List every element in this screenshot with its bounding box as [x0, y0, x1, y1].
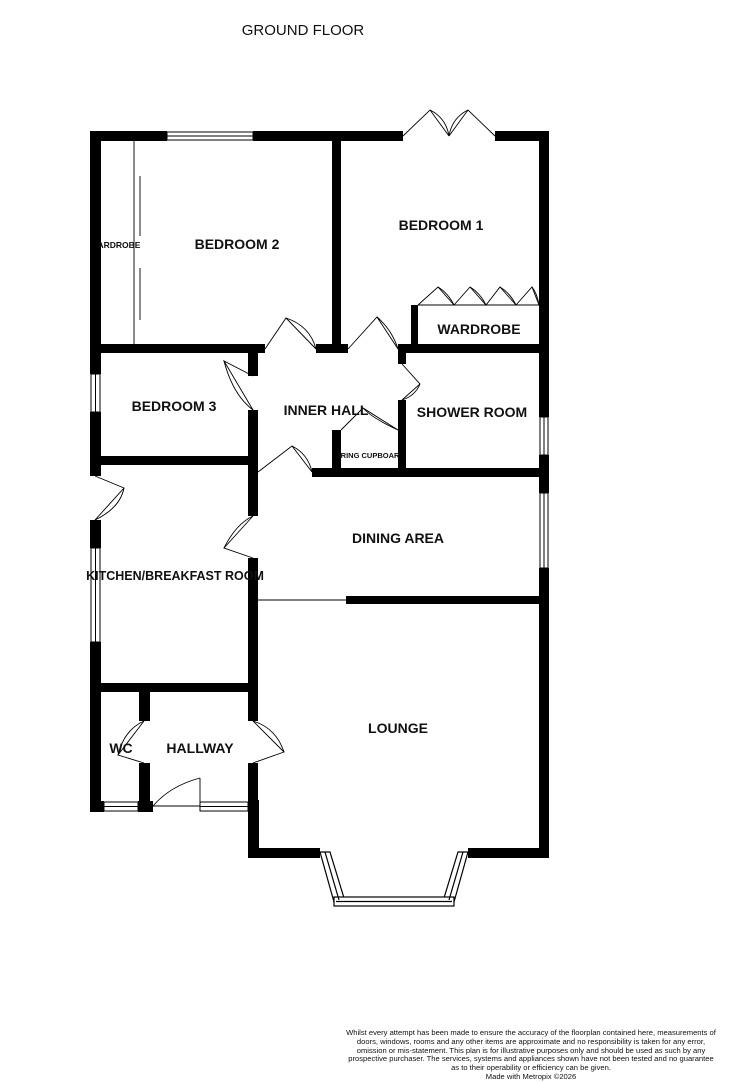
wall-left-kitchen: [90, 520, 101, 548]
wall-airing-bottom: [312, 468, 549, 477]
wall-lounge-left: [248, 800, 259, 858]
wall-dining-lounge: [346, 596, 549, 604]
wall-bed3-right: [248, 344, 258, 376]
wall-hallway-right-lower: [248, 763, 258, 812]
wall-wc-hall-lower: [139, 763, 150, 812]
made-with-credit: Made with Metropix ©2026: [485, 1071, 577, 1081]
disclaimer-text: Whilst every attempt has been made to en…: [346, 1028, 716, 1073]
bay-window: [319, 851, 469, 907]
floor-title: GROUND FLOOR: [241, 22, 365, 39]
wall-left-lower: [90, 642, 101, 812]
wall-bed2-bed1: [332, 131, 341, 353]
wall-bed2-bottom-left: [90, 344, 265, 353]
wall-wardrobe-left: [411, 305, 418, 353]
label-lounge: LOUNGE: [368, 720, 428, 736]
label-wardrobe-left: ARDROBE: [98, 240, 141, 250]
label-kitchen: KITCHEN/BREAKFAST ROOM: [86, 569, 264, 583]
wall-top-right: [495, 131, 549, 141]
wall-kitchen-bottom: [90, 683, 258, 692]
wall-right-lower: [539, 568, 549, 858]
doors: [94, 109, 540, 807]
internal-walls: [90, 131, 549, 812]
label-wardrobe: WARDROBE: [437, 321, 520, 337]
label-inner-hall: INNER HALL: [284, 402, 369, 418]
disclaimer: Whilst every attempt has been made to en…: [344, 1028, 718, 1082]
wall-kitchen-right: [248, 558, 258, 690]
wall-shower-left2: [398, 400, 406, 477]
wall-left-upper: [90, 131, 101, 374]
wall-bed1-bottom: [398, 344, 549, 353]
label-airing-cupboard: IRING CUPBOAR: [339, 451, 400, 460]
wall-bottom-right: [468, 848, 549, 858]
wall-wc-hall: [139, 683, 150, 721]
label-bedroom-2: BEDROOM 2: [195, 236, 280, 252]
wall-bed3-bottom: [90, 456, 258, 465]
wall-innerhall-left: [248, 410, 258, 472]
wall-bottom-left-lounge: [248, 848, 320, 858]
label-bedroom-1: BEDROOM 1: [399, 217, 484, 233]
wall-shower-left: [398, 344, 406, 364]
window-lines: [95, 135, 545, 807]
wall-left-mid: [90, 412, 101, 476]
label-wc: WC: [109, 740, 132, 756]
label-shower-room: SHOWER ROOM: [417, 404, 527, 420]
wall-dining-left: [248, 472, 258, 516]
label-dining-area: DINING AREA: [352, 530, 444, 546]
wall-hallway-right: [248, 683, 258, 721]
label-bedroom-3: BEDROOM 3: [132, 398, 217, 414]
wall-right-upper: [539, 131, 549, 417]
wall-top-mid: [253, 131, 403, 141]
wall-bottom-left: [90, 801, 104, 812]
wall-top-left: [90, 131, 167, 141]
label-hallway: HALLWAY: [166, 740, 234, 756]
outer-walls: [90, 131, 549, 858]
wall-bed2-bottom-right: [316, 344, 348, 353]
wall-airing-left: [332, 430, 341, 472]
